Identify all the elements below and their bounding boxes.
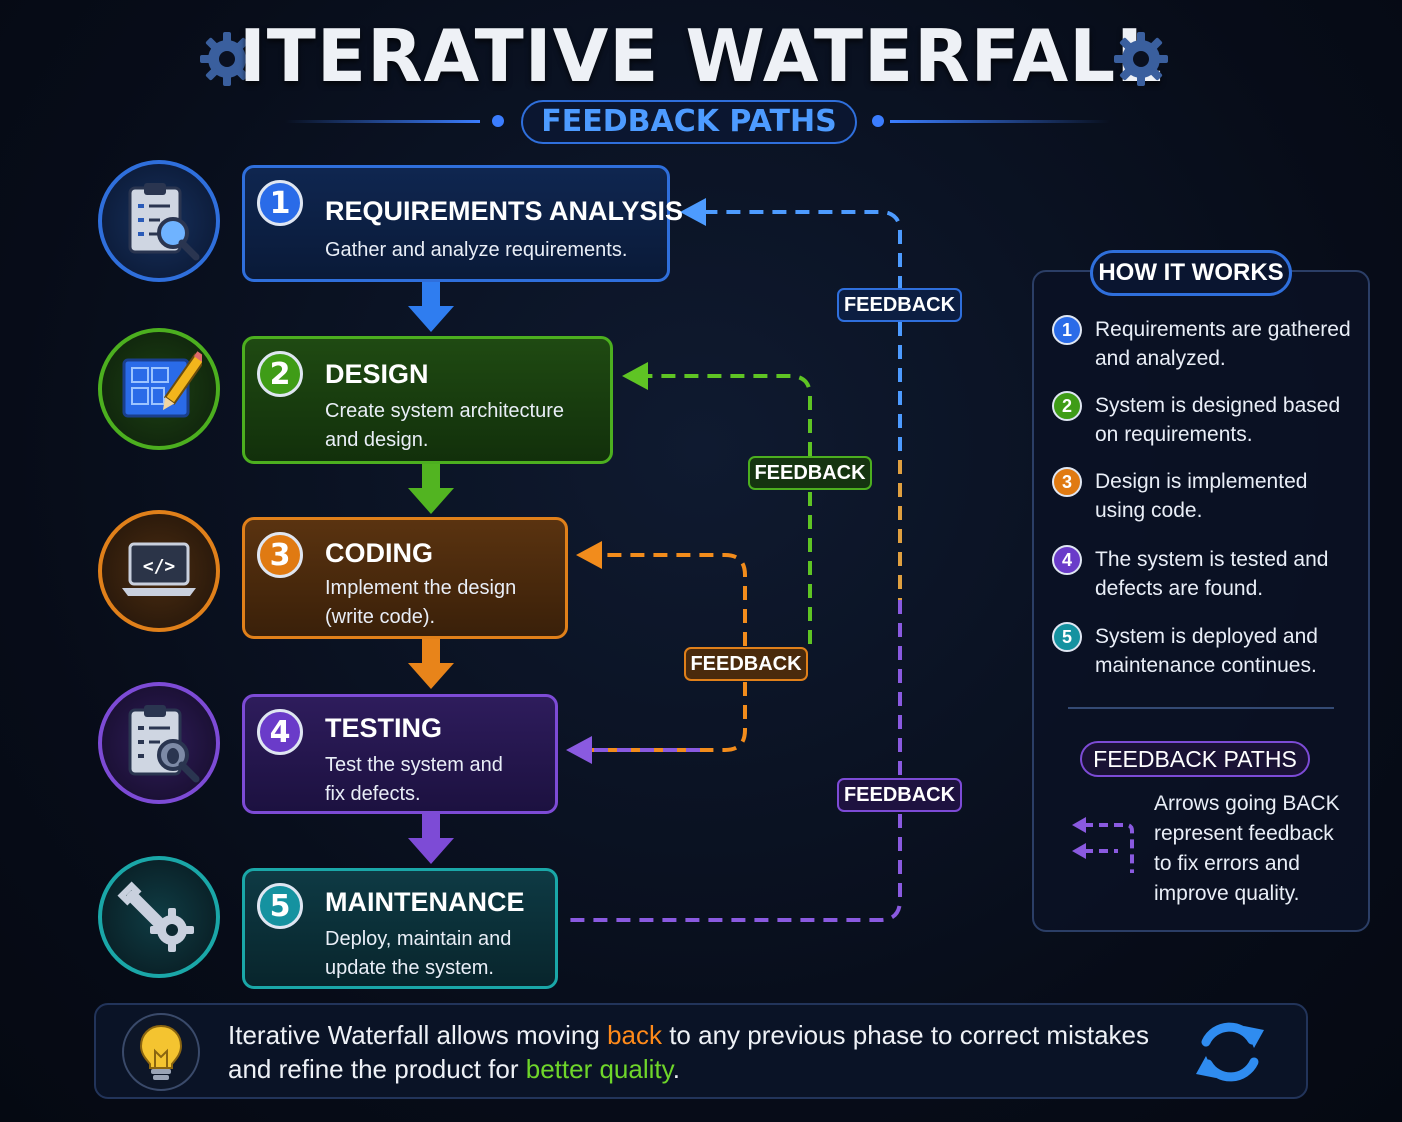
footer-highlight-quality: better quality bbox=[525, 1054, 673, 1084]
footer-banner bbox=[94, 1003, 1308, 1099]
phase-2-icon-circle bbox=[98, 328, 220, 450]
phase-2-box: 2 DESIGN Create system architecture and … bbox=[242, 336, 613, 464]
phase-description: Deploy, maintain and update the system. bbox=[325, 928, 512, 979]
subtitle-badge: FEEDBACK PATHS bbox=[521, 100, 857, 144]
feedback-label: FEEDBACK bbox=[748, 456, 872, 490]
divider-line bbox=[285, 120, 480, 123]
gear-icon bbox=[200, 32, 254, 86]
lightbulb-icon bbox=[139, 1024, 183, 1080]
svg-text:</>: </> bbox=[143, 556, 176, 577]
arrow-down-icon bbox=[408, 639, 454, 689]
footer-text: Iterative Waterfall allows moving back t… bbox=[228, 1018, 1188, 1086]
step-number: 2 bbox=[1052, 391, 1082, 421]
subtitle-bar: FEEDBACK PATHS bbox=[0, 100, 1402, 144]
how-it-works-panel bbox=[1032, 270, 1370, 932]
arrowhead bbox=[680, 198, 706, 226]
arrow-down-icon bbox=[408, 814, 454, 864]
divider-line bbox=[890, 120, 1110, 123]
phase-3-box: 3 CODING Implement the design (write cod… bbox=[242, 517, 568, 639]
step-number: 4 bbox=[1052, 545, 1082, 575]
clipboard-magnifier-icon bbox=[128, 183, 200, 261]
arrowhead bbox=[622, 362, 648, 390]
gear-icon bbox=[1114, 32, 1168, 86]
phase-5-box: 5 MAINTENANCE Deploy, maintain and updat… bbox=[242, 868, 558, 989]
feedback-label: FEEDBACK bbox=[684, 647, 808, 681]
step-text: System is deployed and maintenance conti… bbox=[1095, 625, 1318, 677]
arrow-down-icon bbox=[408, 282, 454, 332]
phase-4-box: 4 TESTING Test the system and fix defect… bbox=[242, 694, 558, 814]
phase-description: Gather and analyze requirements. bbox=[325, 239, 628, 261]
feedback-paths-badge: FEEDBACK PATHS bbox=[1080, 741, 1310, 777]
step-number: 1 bbox=[1052, 315, 1082, 345]
phase-5-icon-circle bbox=[98, 856, 220, 978]
step-text: Requirements are gathered and analyzed. bbox=[1095, 318, 1351, 370]
feedback-path-from-maintenance bbox=[570, 814, 902, 922]
arrow-down-icon bbox=[408, 464, 454, 514]
step-text: System is designed based on requirements… bbox=[1095, 394, 1341, 446]
phase-3-icon-circle: </> bbox=[98, 510, 220, 632]
wrench-gear-icon bbox=[117, 881, 194, 952]
feedback-path-to-design bbox=[642, 374, 812, 456]
footer-text-part: . bbox=[672, 1054, 680, 1084]
phase-number: 1 bbox=[257, 180, 303, 226]
phase-number: 4 bbox=[257, 709, 303, 755]
phase-number: 5 bbox=[257, 883, 303, 929]
feedback-paths-text: Arrows going BACK represent feedback to … bbox=[1154, 792, 1340, 905]
feedback-label: FEEDBACK bbox=[837, 778, 962, 812]
step-text: The system is tested and defects are fou… bbox=[1095, 548, 1329, 600]
phase-description: Implement the design (write code). bbox=[325, 577, 517, 628]
how-it-works-title: HOW IT WORKS bbox=[1090, 250, 1292, 296]
phase-title: DESIGN bbox=[325, 359, 429, 389]
blueprint-pencil-icon bbox=[122, 351, 202, 418]
phase-title: REQUIREMENTS ANALYSIS bbox=[325, 196, 684, 226]
feedback-path-to-coding bbox=[598, 553, 747, 646]
footer-text-part: Iterative Waterfall allows moving bbox=[228, 1020, 608, 1050]
arrowhead bbox=[566, 736, 592, 764]
phase-number: 2 bbox=[257, 351, 303, 397]
feedback-path-to-requirements bbox=[700, 210, 902, 290]
footer-highlight-back: back bbox=[607, 1020, 662, 1050]
divider-dot bbox=[492, 115, 504, 127]
phase-title: CODING bbox=[325, 538, 433, 568]
phase-description: Create system architecture and design. bbox=[325, 400, 564, 451]
refresh-cycle-icon bbox=[1196, 1022, 1264, 1082]
divider-dot bbox=[872, 115, 884, 127]
phase-1-box: 1 REQUIREMENTS ANALYSIS Gather and analy… bbox=[242, 165, 683, 282]
clipboard-bug-icon bbox=[128, 705, 200, 783]
feedback-arrows-icon bbox=[1072, 817, 1134, 873]
step-number: 5 bbox=[1052, 622, 1082, 652]
feedback-label: FEEDBACK bbox=[837, 288, 962, 322]
page-title: ITERATIVE WATERFALL bbox=[239, 14, 1163, 98]
phase-number: 3 bbox=[257, 532, 303, 578]
lightbulb-icon-circle bbox=[122, 1013, 200, 1091]
phase-title: MAINTENANCE bbox=[325, 887, 525, 917]
footer-text-part: to any previous phase to correct mistake… bbox=[228, 1020, 1149, 1084]
step-number: 3 bbox=[1052, 467, 1082, 497]
phase-1-icon-circle bbox=[98, 160, 220, 282]
laptop-code-icon: </> bbox=[122, 542, 196, 596]
phase-description: Test the system and fix defects. bbox=[325, 754, 503, 805]
panel-divider bbox=[1068, 707, 1334, 709]
phase-4-icon-circle bbox=[98, 682, 220, 804]
arrowhead bbox=[576, 541, 602, 569]
phase-title: TESTING bbox=[325, 713, 443, 743]
step-text: Design is implemented using code. bbox=[1095, 470, 1308, 522]
